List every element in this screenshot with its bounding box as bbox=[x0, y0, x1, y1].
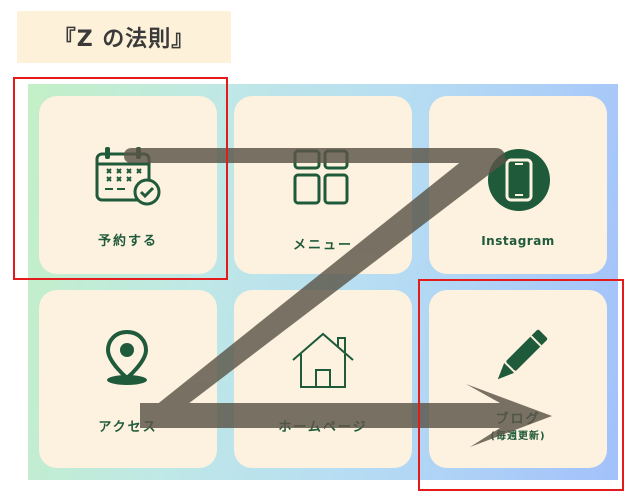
tile-blog[interactable]: ブログ (毎週更新) bbox=[429, 290, 607, 468]
calendar-check-icon bbox=[95, 147, 161, 206]
tile-access[interactable]: アクセス bbox=[39, 290, 217, 468]
tile-reserve[interactable]: 予約する bbox=[39, 96, 217, 274]
home-icon bbox=[292, 332, 354, 388]
tile-blog-label: ブログ bbox=[495, 412, 541, 427]
pencil-icon bbox=[497, 329, 548, 380]
tile-instagram[interactable]: Instagram bbox=[429, 96, 607, 274]
map-pin-icon bbox=[105, 329, 149, 385]
tile-homepage-label: ホームページ bbox=[278, 420, 368, 435]
tile-menu[interactable]: メニュー bbox=[234, 96, 412, 274]
tile-blog-sublabel: (毎週更新) bbox=[490, 431, 546, 442]
tile-reserve-label: 予約する bbox=[97, 234, 158, 249]
page-title: 『Z の法則』 bbox=[17, 11, 231, 63]
tile-homepage[interactable]: ホームページ bbox=[234, 290, 412, 468]
tile-instagram-label: Instagram bbox=[481, 234, 555, 248]
grid-icon bbox=[293, 149, 349, 205]
tile-access-label: アクセス bbox=[98, 420, 158, 435]
tile-menu-label: メニュー bbox=[292, 238, 353, 253]
smartphone-icon bbox=[488, 149, 550, 211]
